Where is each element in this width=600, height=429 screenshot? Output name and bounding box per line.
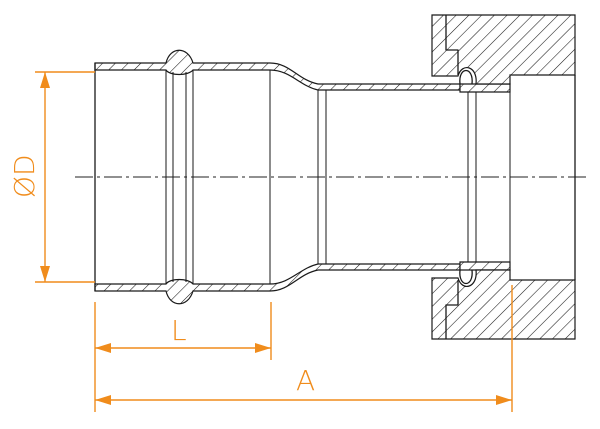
collar-beads <box>459 69 473 285</box>
pipe-wall-bottom <box>94 263 461 305</box>
dimension-length <box>94 302 272 360</box>
bore-lines <box>94 63 327 291</box>
overall-label: A <box>296 364 315 397</box>
dimension-overall <box>94 285 513 412</box>
pipe-wall-top <box>94 49 461 91</box>
length-label: L <box>171 314 187 347</box>
union-nut-top <box>431 14 576 85</box>
dimension-diameter <box>35 71 95 283</box>
union-nut-bottom <box>431 269 576 340</box>
diameter-label: ØD <box>8 154 41 198</box>
